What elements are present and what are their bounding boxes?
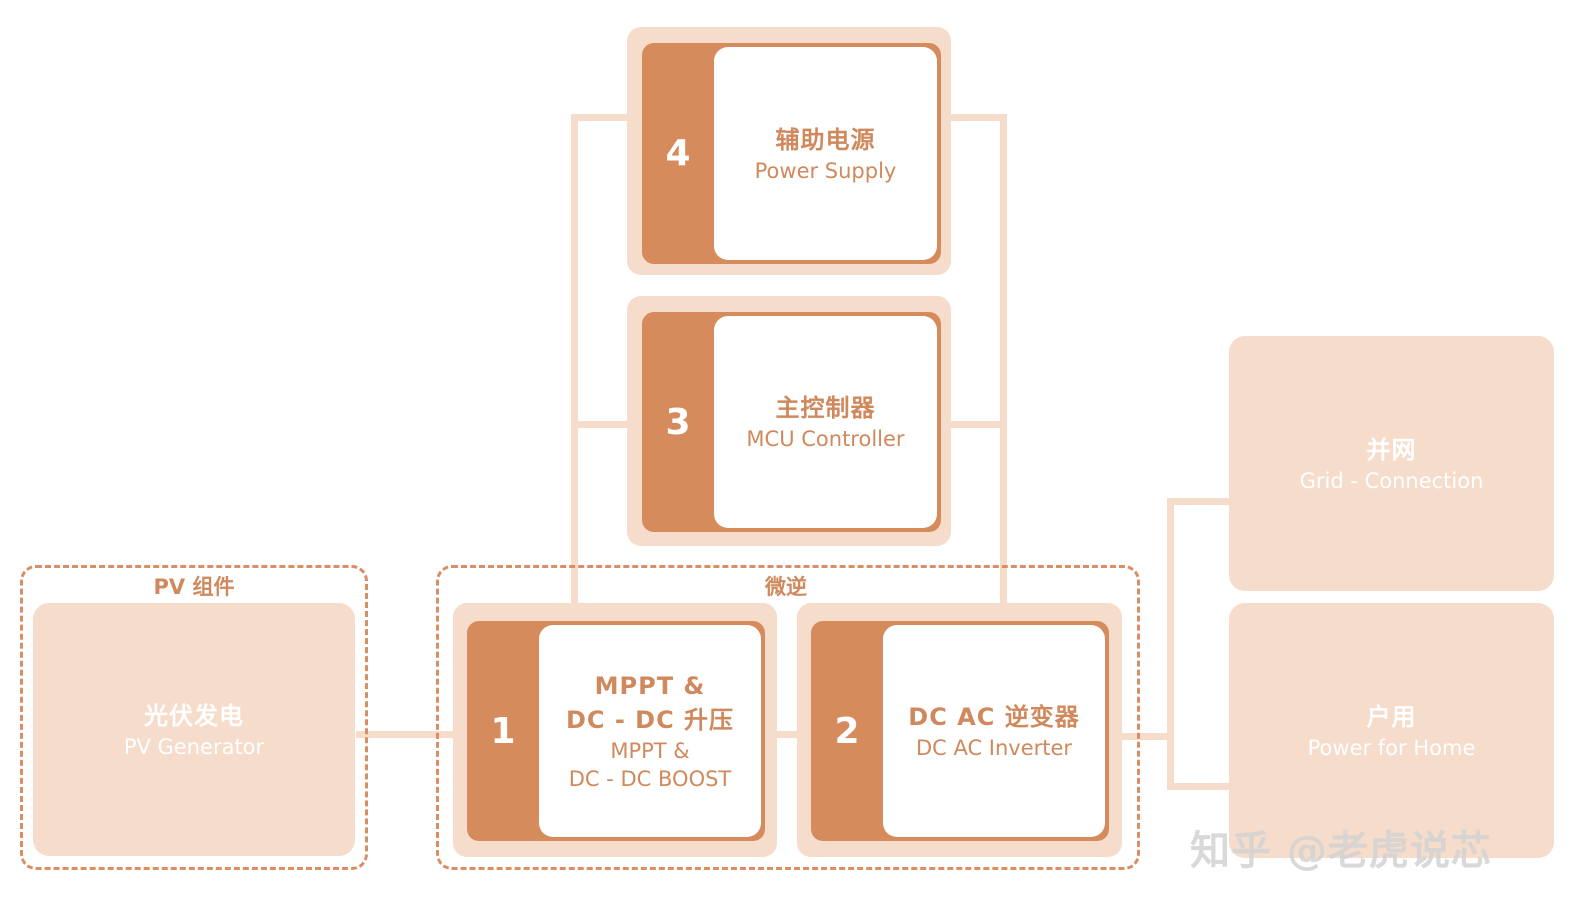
block-3-title: 主控制器	[775, 394, 876, 422]
block-1: 1 MPPT & DC - DC 升压 MPPT & DC - DC BOOST	[467, 621, 765, 841]
block-4-subtitle: Power Supply	[754, 158, 897, 183]
block-3: 3 主控制器 MCU Controller	[642, 312, 941, 532]
block-2-title: DC AC 逆变器	[908, 703, 1080, 731]
power-for-home-title: 户用	[1366, 702, 1417, 731]
block-1-subtitle-line2: DC - DC BOOST	[568, 767, 732, 791]
block-4: 4 辅助电源 Power Supply	[642, 43, 941, 264]
pv-group-label: PV 组件	[145, 575, 243, 599]
connector-left-top	[571, 114, 631, 121]
connector-right-vertical	[1000, 117, 1007, 605]
connector-right-top	[948, 114, 1007, 121]
block-2-subtitle: DC AC Inverter	[915, 736, 1073, 760]
block-2-card: DC AC 逆变器 DC AC Inverter	[883, 625, 1105, 837]
connector-left-mid	[571, 421, 631, 428]
connector-left-vertical	[571, 117, 578, 605]
block-4-card: 辅助电源 Power Supply	[714, 47, 937, 260]
power-for-home-block: 户用 Power for Home	[1229, 603, 1554, 858]
connector-right-mid	[948, 421, 1007, 428]
grid-connection-subtitle: Grid - Connection	[1299, 468, 1484, 493]
connector-2-to-output	[1120, 733, 1174, 740]
block-1-subtitle-line1: MPPT &	[610, 739, 690, 763]
pv-generator-title: 光伏发电	[144, 701, 244, 730]
block-3-number: 3	[665, 401, 691, 443]
block-4-title: 辅助电源	[775, 125, 876, 154]
block-3-subtitle: MCU Controller	[746, 427, 905, 451]
connector-1-to-2	[774, 731, 800, 738]
block-1-title-line1: MPPT &	[594, 672, 706, 700]
pv-group-frame	[20, 565, 368, 870]
grid-connection-title: 并网	[1366, 435, 1417, 464]
micro-inverter-group-label: 微逆	[757, 575, 815, 599]
pv-generator-subtitle: PV Generator	[123, 734, 265, 759]
connector-output-vertical	[1167, 498, 1174, 790]
block-2: 2 DC AC 逆变器 DC AC Inverter	[811, 621, 1109, 841]
block-3-card: 主控制器 MCU Controller	[714, 316, 937, 528]
connector-to-grid	[1167, 498, 1233, 505]
connector-pv-to-1	[356, 731, 456, 738]
watermark: 知乎 @老虎说芯	[1190, 828, 1492, 874]
micro-inverter-group-frame	[436, 565, 1140, 870]
block-2-number: 2	[834, 710, 860, 752]
block-1-card: MPPT & DC - DC 升压 MPPT & DC - DC BOOST	[539, 625, 761, 837]
grid-connection-block: 并网 Grid - Connection	[1229, 336, 1554, 591]
power-for-home-subtitle: Power for Home	[1307, 735, 1476, 760]
pv-generator-block: 光伏发电 PV Generator	[33, 603, 355, 856]
connector-to-home	[1167, 783, 1233, 790]
block-4-number: 4	[665, 133, 691, 174]
block-1-title-line2: DC - DC 升压	[565, 706, 735, 734]
block-1-number: 1	[490, 710, 516, 752]
